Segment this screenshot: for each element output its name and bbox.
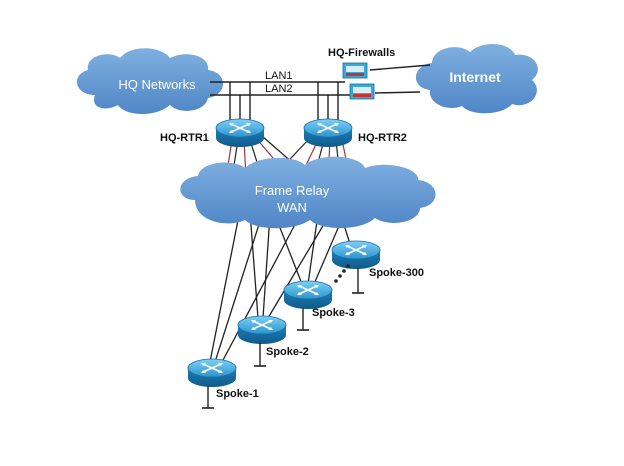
wan-label-line1: Frame Relay <box>255 183 330 198</box>
router-hq-rtr1 <box>215 118 265 148</box>
hq-networks-label: HQ Networks <box>118 77 196 92</box>
firewall-icon <box>342 62 368 79</box>
lan-lines <box>210 81 350 96</box>
hq-rtr2-label: HQ-RTR2 <box>358 132 407 144</box>
router-spoke-300 <box>331 240 381 270</box>
spoke-300-label: Spoke-300 <box>369 267 424 279</box>
hq-networks-cloud: HQ Networks <box>76 48 223 115</box>
firewall-icon <box>349 83 375 100</box>
router-hq-rtr2 <box>303 118 353 148</box>
router-spoke-2 <box>237 315 287 345</box>
router-spoke-1 <box>187 358 237 388</box>
frame-relay-wan-cloud: Frame Relay WAN <box>180 156 436 229</box>
hq-firewalls: HQ-Firewalls <box>328 47 395 100</box>
lan1-label: LAN1 <box>265 70 293 82</box>
internet-cloud: Internet <box>415 44 538 114</box>
ellipsis-dots <box>334 264 350 283</box>
router-spoke-3 <box>283 280 333 310</box>
hq-firewalls-label: HQ-Firewalls <box>328 47 395 59</box>
spoke-2-label: Spoke-2 <box>266 346 309 358</box>
hq-router-lan-links <box>229 82 339 122</box>
spoke-3-label: Spoke-3 <box>312 307 355 319</box>
lan2-label: LAN2 <box>265 83 293 95</box>
spoke-1-label: Spoke-1 <box>216 388 259 400</box>
internet-label: Internet <box>449 69 501 85</box>
internet-links <box>369 64 431 94</box>
hq-rtr1-label: HQ-RTR1 <box>160 132 209 144</box>
wan-label-line2: WAN <box>277 200 307 215</box>
